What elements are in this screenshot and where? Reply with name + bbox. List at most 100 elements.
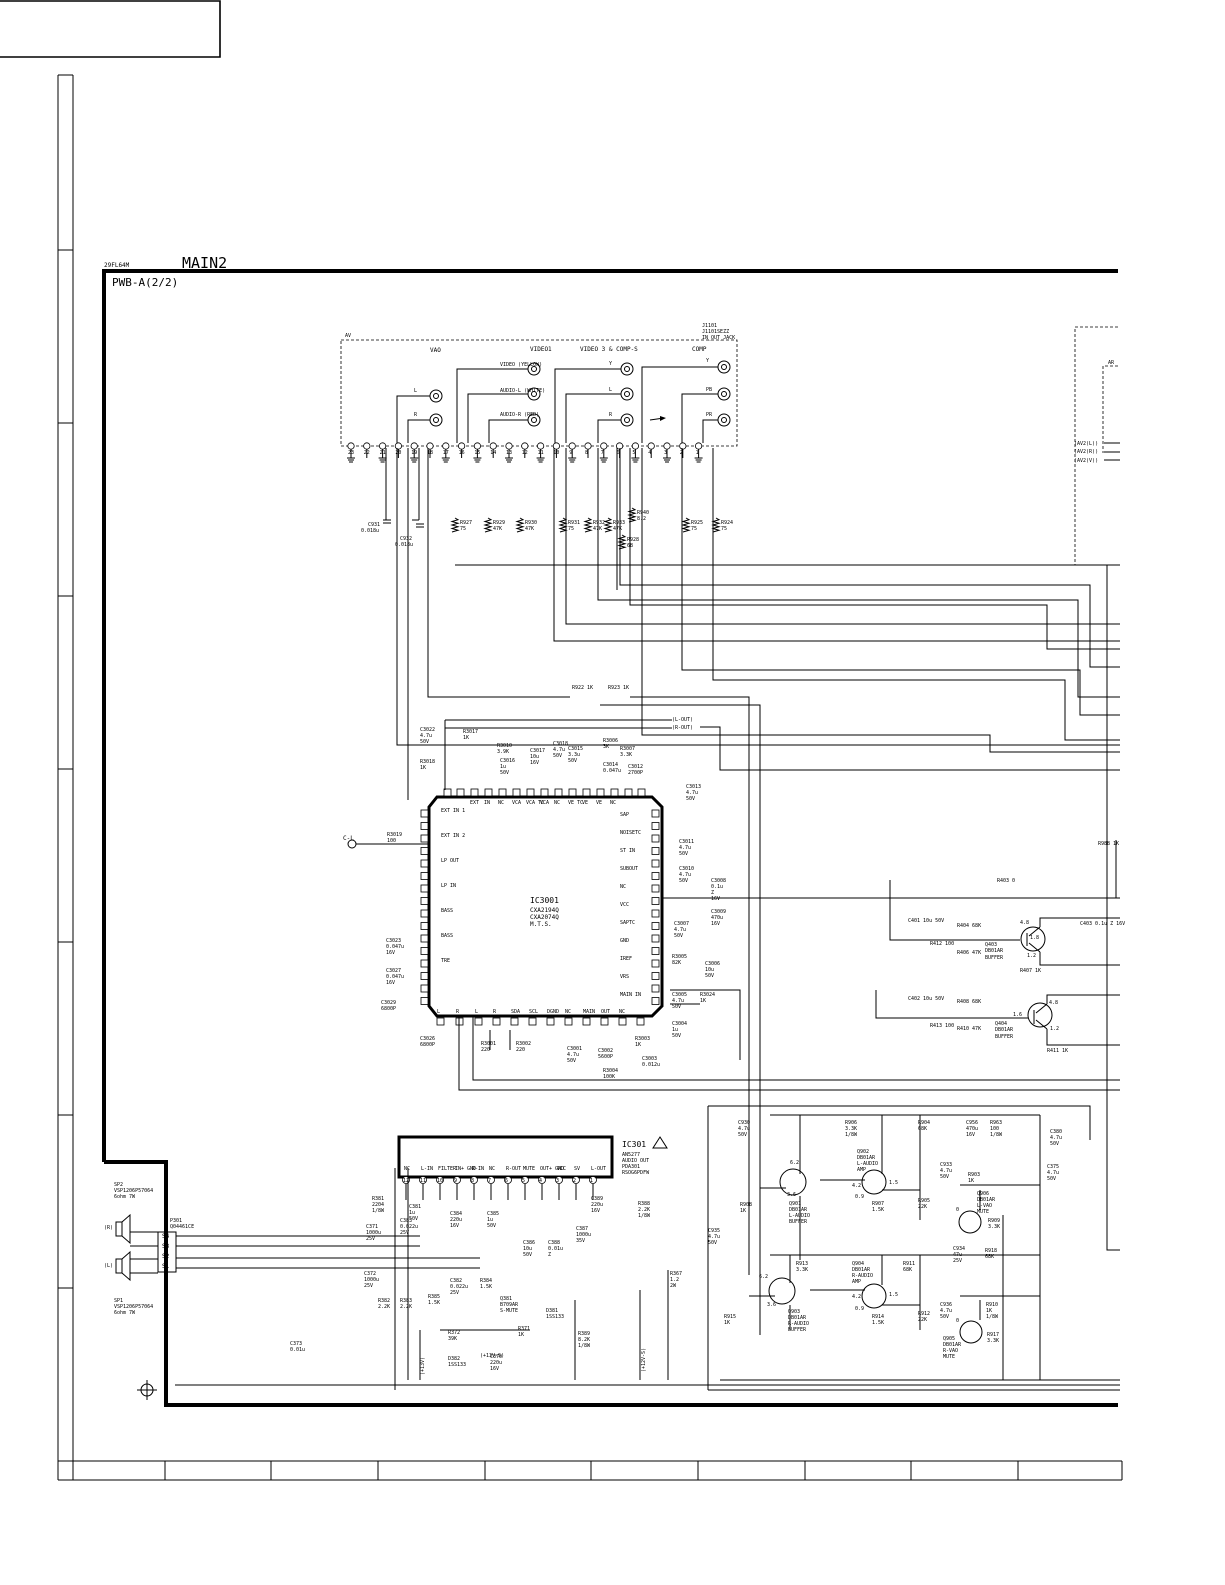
amp-part: 25V — [450, 1290, 459, 1296]
q903-symbol — [768, 1277, 796, 1305]
ic3001-top-pin — [568, 788, 577, 797]
ic3001-left-pin-label: TRE — [441, 958, 450, 964]
vao-q906_part: DB01AR — [977, 1197, 996, 1203]
amp-part: 16V — [591, 1208, 600, 1214]
q901-symbol — [779, 1168, 807, 1196]
vao-c956: C956 — [966, 1120, 978, 1126]
ic3001-top-pin-label: VE — [596, 800, 602, 806]
ic3001-part1: CXA2194Q — [530, 907, 559, 914]
amp-part: R384 — [480, 1278, 492, 1284]
amp-part: C373 — [290, 1341, 302, 1347]
vao-r909: R909 — [988, 1218, 1000, 1224]
amp-part: 25V — [364, 1283, 373, 1289]
amp-part: R372 — [448, 1330, 460, 1336]
vao-r914: 1.5K — [872, 1320, 884, 1326]
vao-r906: R906 — [845, 1120, 857, 1126]
ic3001-part: 4.7u — [674, 927, 686, 933]
ic3001-part: 1K — [463, 735, 469, 741]
vao-q905_desc: R-VAO — [943, 1348, 958, 1354]
vao-c380: 50V — [1050, 1141, 1059, 1147]
ic3001-right-pin — [651, 934, 660, 943]
jack-pin — [647, 442, 655, 450]
svg-text:SP1: SP1 — [114, 1298, 123, 1304]
vao-r913: 3.3K — [796, 1267, 808, 1273]
ic3001-bottom-pin — [582, 1017, 591, 1026]
vao-q906: Q906 — [977, 1191, 989, 1197]
ic3001-right-pin — [651, 897, 660, 905]
vao-r907: R907 — [872, 1201, 884, 1207]
ic3001-right-pin-label: GND — [620, 938, 629, 944]
label-audio-l: AUDIO-L (WHITE) — [500, 388, 545, 394]
ic3001-part: C3004 — [672, 1021, 687, 1027]
ic3001-bottom-pin — [600, 1017, 609, 1026]
ic301-pin — [419, 1176, 427, 1184]
ic3001-bottom-pin-label: NC — [565, 1009, 571, 1015]
ic3001-right-pin — [651, 859, 660, 868]
r404: R404 68K — [957, 923, 981, 929]
ic301-pin-label: NC — [404, 1166, 410, 1172]
jack-pin — [378, 442, 387, 450]
amp-part: C381 — [409, 1204, 421, 1210]
amp-part: R367 — [670, 1271, 682, 1277]
ic301-pcb-part: RSOG6PDFW — [622, 1170, 650, 1176]
ic3001-right-pin-label: NC — [620, 884, 626, 890]
ic301-pcb: PDA301 — [622, 1164, 640, 1170]
ic3001-right-pin-label: ST IN — [620, 848, 635, 854]
ic3001-part: 4.7u — [686, 790, 698, 796]
ic3001-part: C3018 — [553, 741, 568, 747]
ic3001-top-pin-label: EXT — [470, 800, 479, 806]
ic3001-part: C3009 — [711, 909, 726, 915]
ic3001-part: 82K — [672, 960, 681, 966]
ic3001-top-pin-label: VCA TC — [526, 800, 544, 806]
vao-c936: 50V — [940, 1314, 949, 1320]
jack-desc: IN_OUT_JACK — [702, 335, 735, 341]
vao-r917: 3.3K — [987, 1338, 999, 1344]
ic3001-right-pin — [651, 959, 660, 968]
q904-symbol — [861, 1283, 887, 1309]
amp-part: 2204 — [372, 1202, 384, 1208]
svg-text:(L): (L) — [104, 1263, 113, 1269]
vao-c933: 4.7u — [940, 1168, 952, 1174]
model-label: 29FL64M — [104, 262, 130, 269]
ic3001-top-pin — [637, 788, 646, 797]
ic3001-part: R3001 — [481, 1041, 496, 1047]
vao-c956: 16V — [966, 1132, 975, 1138]
vao-c936: C936 — [940, 1302, 952, 1308]
resistor-value: 75 — [691, 526, 697, 532]
ic3001-top-pin-label: NC — [610, 800, 616, 806]
group-comp: COMP — [692, 346, 707, 353]
ic3001-bottom-pin-label: OUT — [601, 1009, 610, 1015]
amp-part: R381 — [372, 1196, 384, 1202]
ic3001-bottom-pin-label: MAIN — [583, 1009, 595, 1015]
amp-part: 1/8W — [638, 1213, 651, 1219]
resistor-ref: R933 — [613, 520, 625, 526]
vao-q902_desc: AMP — [857, 1167, 866, 1173]
p301-connector — [157, 1231, 177, 1273]
jack-pin — [584, 442, 592, 450]
ic3001-right-pin-label: NOISETC — [620, 830, 641, 836]
ic3001-left-pin — [420, 859, 429, 868]
ic301-pin-label: OUT+ GND — [540, 1166, 564, 1172]
ic3001-top-pin-label: VCA — [540, 800, 549, 806]
vao-c933: 50V — [940, 1174, 949, 1180]
ic301-pin-number: 8 — [471, 1178, 474, 1184]
voltage-label: 6.2 — [790, 1160, 799, 1166]
c932-label: C932 — [400, 536, 412, 542]
c931-val: 0.018u — [361, 528, 379, 534]
ic3001-top-pin-label: VCA — [512, 800, 521, 806]
vao-q902_part: DB01AR — [857, 1155, 876, 1161]
jack-pin — [363, 442, 371, 450]
ic3001-part: 10u — [530, 754, 539, 760]
ic3001-part: C3001 — [567, 1046, 582, 1052]
ic3001-part: C3008 — [711, 878, 726, 884]
amp-part: 16V — [450, 1223, 459, 1229]
amp-part: 1SS133 — [448, 1362, 466, 1368]
ic3001-part: C3026 — [420, 1036, 435, 1042]
svg-text:(R): (R) — [104, 1225, 113, 1231]
vao-q901_part: DB01AR — [789, 1207, 808, 1213]
q403-desc: BUFFER — [985, 955, 1004, 961]
label-comp-pr: PR — [706, 412, 713, 418]
ic3001-top-pin-label: NC — [554, 800, 560, 806]
ic3001-part2: CXA2074Q — [530, 914, 559, 921]
